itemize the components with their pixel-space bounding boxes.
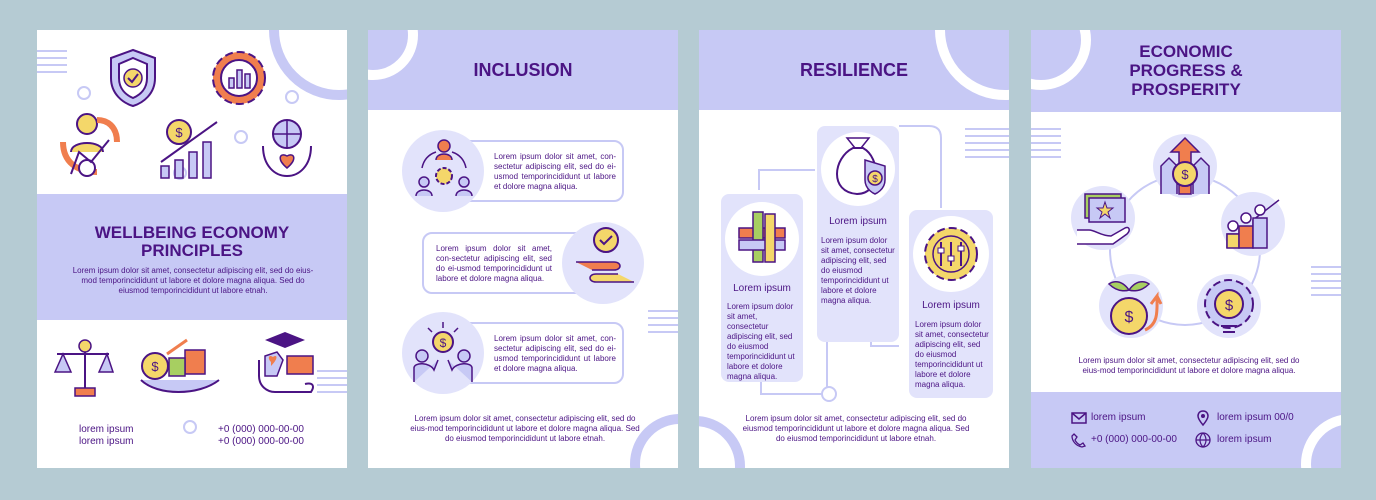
column-1-body: Lorem ipsum dolor sit amet, consectetur … — [727, 302, 795, 381]
scales-icon — [53, 339, 115, 397]
panel-title: ECONOMIC PROGRESS & PROSPERITY — [1129, 42, 1243, 99]
svg-text:$: $ — [175, 125, 183, 140]
panel-title: RESILIENCE — [799, 60, 909, 80]
hands-stack-icon — [738, 211, 786, 263]
panel-body: Lorem ipsum dolor sit amet, consectetur … — [1078, 356, 1300, 375]
phone-icon — [1071, 433, 1087, 448]
svg-text:$: $ — [1181, 167, 1189, 182]
brochure-panel-inclusion: INCLUSION Lorem ipsum dolor sit amet, co… — [368, 30, 678, 468]
decor-lines — [317, 370, 347, 398]
globe-money-icon: $ — [140, 338, 220, 393]
hands-check-icon — [576, 227, 634, 283]
globe-icon — [1195, 432, 1211, 448]
pin-icon — [1197, 410, 1209, 427]
card-2-text: Lorem ipsum dolor sit amet, con-sectetur… — [436, 244, 552, 283]
brochure-panel-resilience: RESILIENCE Lorem ipsum Lorem ipsum dolor… — [699, 30, 1009, 468]
contact-left-2: lorem ipsum — [79, 436, 134, 447]
panel-title: INCLUSION — [473, 60, 573, 80]
column-2-heading: Lorem ipsum — [829, 216, 887, 227]
decor-lines — [1311, 266, 1341, 301]
gear-coin-icon: $ — [1204, 279, 1254, 333]
contact-right-2: +0 (000) 000-00-00 — [218, 436, 304, 447]
decor-lines — [648, 310, 678, 338]
card-3-text: Lorem ipsum dolor sit amet, con-sectetur… — [494, 334, 616, 373]
decor-dot — [285, 90, 299, 104]
contact-right-1: +0 (000) 000-00-00 — [218, 424, 304, 435]
svg-text:$: $ — [151, 359, 159, 374]
brochure-panel-wellbeing: $ WELLBEING ECONOMY PRINCIPLES Lorem ips… — [37, 30, 347, 468]
contact-web: lorem ipsum — [1217, 434, 1272, 445]
contact-phone: +0 (000) 000-00-00 — [1091, 434, 1177, 445]
gear-slider-icon — [924, 227, 978, 281]
svg-text:$: $ — [440, 336, 447, 350]
panel-title: WELLBEING ECONOMY PRINCIPLES — [94, 223, 290, 260]
decor-lines — [37, 50, 67, 78]
panel-body: Lorem ipsum dolor sit amet, consectetur … — [72, 266, 314, 295]
brochure-panel-prosperity: ECONOMIC PROGRESS & PROSPERITY $ $ — [1031, 30, 1341, 468]
decor-ring — [368, 30, 418, 80]
decor-dot — [183, 420, 197, 434]
contact-email: lorem ipsum — [1091, 412, 1146, 423]
education-work-icon — [258, 332, 314, 393]
column-2-body: Lorem ipsum dolor sit amet, consectetur … — [821, 236, 895, 305]
header-band — [368, 30, 678, 110]
mail-icon — [1071, 412, 1087, 424]
decor-lines — [1031, 128, 1061, 163]
team-gear-icon — [415, 139, 473, 197]
column-3-body: Lorem ipsum dolor sit amet, consectetur … — [915, 320, 989, 389]
contact-address: lorem ipsum 00/0 — [1217, 412, 1294, 423]
panel-footer: Lorem ipsum dolor sit amet, consectetur … — [410, 414, 640, 443]
people-arrows-icon — [60, 113, 120, 177]
decor-ring — [269, 30, 347, 100]
column-3-heading: Lorem ipsum — [922, 300, 980, 311]
money-bag-icon: $ — [836, 137, 886, 196]
decor-ring — [1031, 30, 1091, 90]
svg-text:$: $ — [1125, 309, 1134, 326]
gear-chart-icon — [212, 51, 266, 105]
contact-band — [1031, 392, 1341, 468]
contact-left-1: lorem ipsum — [79, 424, 134, 435]
svg-text:$: $ — [872, 174, 878, 185]
decor-dot — [77, 86, 91, 100]
globe-heart-icon — [262, 119, 312, 178]
growth-chart-icon: $ — [160, 119, 218, 179]
dollar-up-icon: $ — [1160, 136, 1210, 195]
svg-text:$: $ — [1225, 297, 1234, 314]
plant-coin-icon: $ — [1107, 281, 1163, 335]
hand-money-icon — [1077, 193, 1130, 245]
panel-footer: Lorem ipsum dolor sit amet, consectetur … — [742, 414, 970, 443]
title-band — [37, 194, 347, 320]
people-growth-icon — [1226, 199, 1280, 249]
decor-lines — [965, 128, 1009, 163]
shield-check-icon — [110, 48, 156, 108]
money-team-icon: $ — [413, 322, 473, 382]
column-1-heading: Lorem ipsum — [733, 283, 791, 294]
card-1-text: Lorem ipsum dolor sit amet, con-sectetur… — [494, 152, 616, 191]
connector-lines — [758, 125, 942, 395]
decor-dot — [234, 130, 248, 144]
decor-dot — [821, 386, 837, 402]
